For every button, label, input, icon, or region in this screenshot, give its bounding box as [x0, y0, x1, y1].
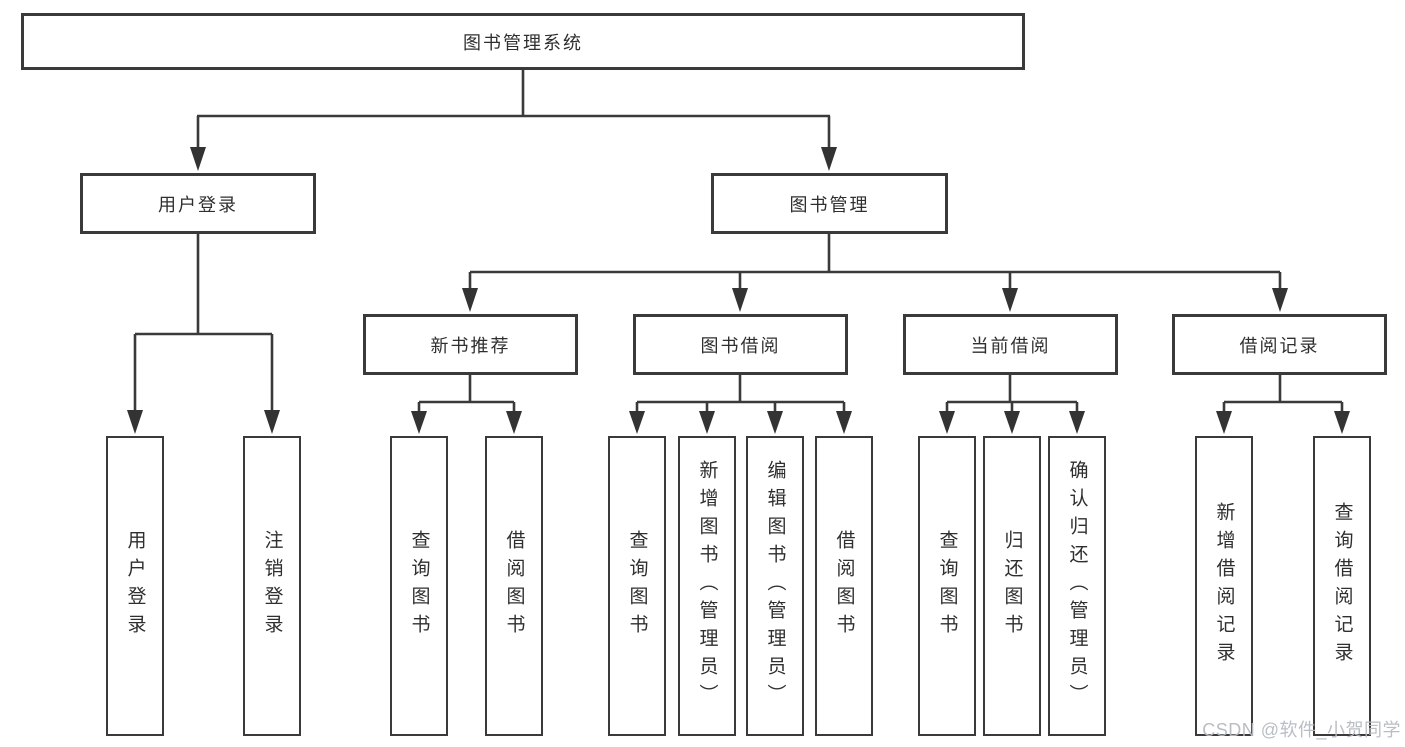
connector-current-to-leaves	[939, 375, 1085, 434]
arrowhead-icon	[1216, 411, 1232, 434]
node-label: 借阅图书	[503, 530, 525, 642]
leaf-query-books-2: 查询图书	[608, 436, 666, 736]
node-user-login: 用户登录	[80, 173, 316, 234]
leaf-edit-book-admin: 编辑图书（管理员）	[746, 436, 804, 736]
node-label: 新增图书（管理员）	[696, 460, 718, 712]
node-label: 借阅图书	[833, 530, 855, 642]
node-label: 注销登录	[261, 530, 283, 642]
arrowhead-icon	[1272, 288, 1288, 312]
arrowhead-icon	[127, 410, 143, 434]
arrowhead-icon	[939, 411, 955, 434]
node-label: 查询借阅记录	[1331, 502, 1353, 670]
arrowhead-icon	[462, 288, 478, 312]
leaf-add-borrow-record: 新增借阅记录	[1195, 436, 1253, 736]
arrowhead-icon	[190, 147, 206, 171]
arrowhead-icon	[836, 411, 852, 434]
arrowhead-icon	[1334, 411, 1350, 434]
node-label: 归还图书	[1001, 530, 1023, 642]
connector-userlogin-to-leaves	[127, 234, 280, 434]
node-label: 用户登录	[158, 194, 238, 215]
node-borrow-records: 借阅记录	[1172, 314, 1387, 375]
node-label: 借阅记录	[1239, 335, 1320, 356]
leaf-logout: 注销登录	[243, 436, 301, 736]
arrowhead-icon	[821, 147, 837, 171]
arrowhead-icon	[629, 411, 645, 434]
leaf-add-book-admin: 新增图书（管理员）	[678, 436, 736, 736]
arrowhead-icon	[1004, 411, 1020, 434]
node-label: 图书管理	[789, 194, 870, 215]
leaf-return-book: 归还图书	[983, 436, 1041, 736]
arrowhead-icon	[767, 411, 783, 434]
arrowhead-icon	[506, 411, 522, 434]
node-label: 查询图书	[626, 530, 648, 642]
connector-newbook-to-leaves	[411, 375, 522, 434]
leaf-query-borrow-record: 查询借阅记录	[1313, 436, 1371, 736]
leaf-query-books-3: 查询图书	[918, 436, 976, 736]
arrowhead-icon	[1069, 411, 1085, 434]
csdn-watermark: CSDN @软件_小贺同学	[1202, 720, 1401, 740]
arrowhead-icon	[411, 411, 427, 434]
node-new-book-recommend: 新书推荐	[363, 314, 578, 375]
node-label: 图书管理系统	[463, 32, 583, 53]
node-label: 确认归还（管理员）	[1066, 460, 1088, 712]
arrowhead-icon	[699, 411, 715, 434]
leaf-borrow-books-1: 借阅图书	[485, 436, 543, 736]
arrowhead-icon	[264, 410, 280, 434]
leaf-user-login: 用户登录	[106, 436, 164, 736]
arrowhead-icon	[732, 288, 748, 312]
connector-root-to-level2	[190, 70, 837, 171]
leaf-borrow-books-2: 借阅图书	[815, 436, 873, 736]
node-book-borrow: 图书借阅	[633, 314, 848, 375]
node-book-management: 图书管理	[711, 173, 948, 234]
node-current-borrow: 当前借阅	[903, 314, 1118, 375]
node-label: 图书借阅	[700, 335, 781, 356]
node-label: 查询图书	[408, 530, 430, 642]
node-label: 用户登录	[124, 530, 146, 642]
node-label: 新书推荐	[430, 335, 511, 356]
node-label: 新增借阅记录	[1213, 502, 1235, 670]
leaf-confirm-return-admin: 确认归还（管理员）	[1048, 436, 1106, 736]
leaf-query-books-1: 查询图书	[390, 436, 448, 736]
node-label: 编辑图书（管理员）	[764, 460, 786, 712]
connector-borrow-to-leaves	[629, 375, 852, 434]
node-label: 当前借阅	[970, 335, 1051, 356]
connector-records-to-leaves	[1216, 375, 1350, 434]
connector-bookmgmt-to-level3	[462, 234, 1288, 312]
node-root-system: 图书管理系统	[21, 13, 1025, 70]
node-label: 查询图书	[936, 530, 958, 642]
arrowhead-icon	[1002, 288, 1018, 312]
